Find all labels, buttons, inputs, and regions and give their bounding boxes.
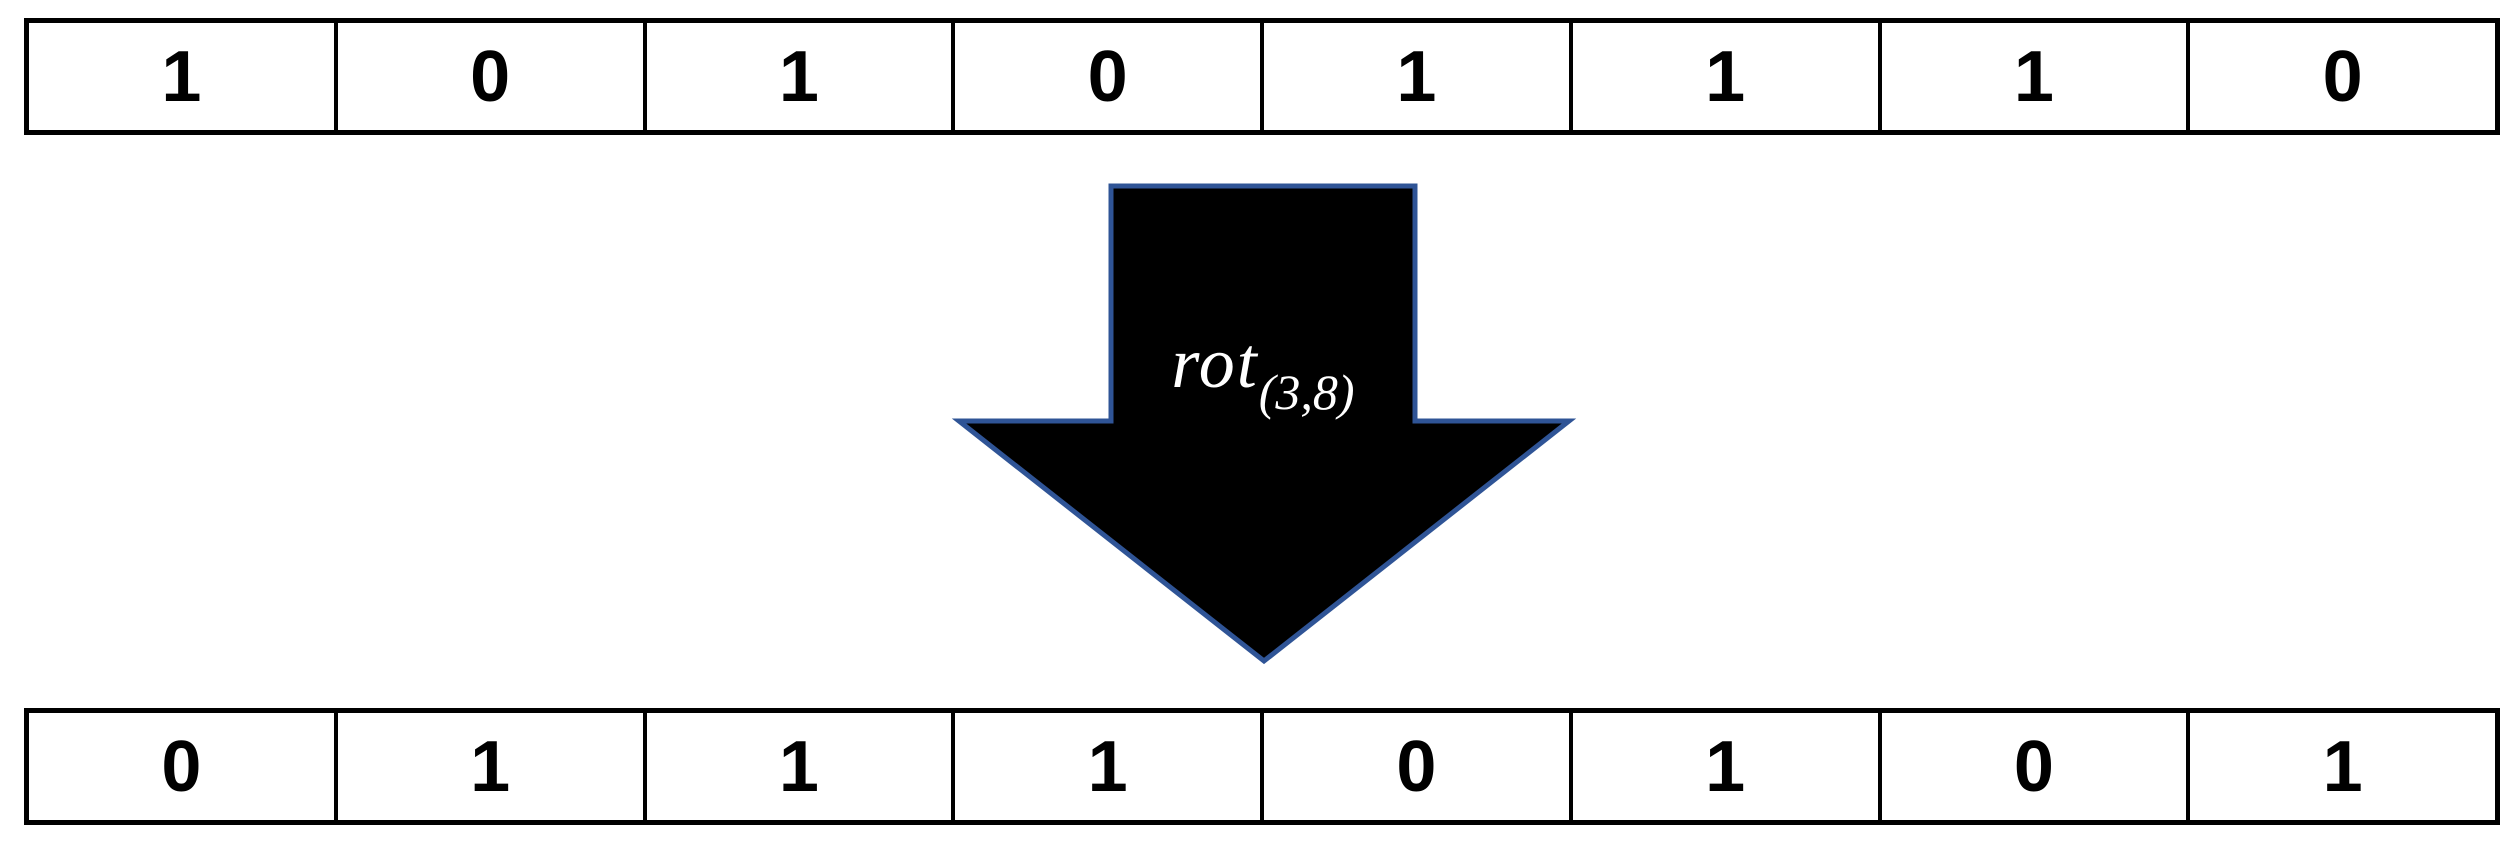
output-bit-row: 0 1 1 1 0 1 0 1 [24,708,2500,825]
down-arrow-icon [951,183,1577,665]
input-bit-row: 1 0 1 0 1 1 1 0 [24,18,2500,135]
output-bit-cell-2: 1 [642,713,952,820]
output-bit-cell-6: 0 [1877,713,2187,820]
input-bit-cell-0: 1 [161,36,202,117]
output-bit-cell-7: 1 [2186,713,2495,820]
output-bit-cell-0: 0 [161,726,202,807]
output-bit-cell-3: 1 [951,713,1260,820]
input-bit-cell-7: 0 [2186,23,2495,130]
output-bit-cell-1: 1 [333,713,643,820]
output-bit-cell-5: 1 [1568,713,1878,820]
input-bit-cell-1: 0 [333,23,643,130]
down-arrow-shape [951,183,1577,665]
output-bit-cell-4: 0 [1260,713,1569,820]
input-bit-cell-4: 1 [1260,23,1569,130]
input-bit-cell-3: 0 [951,23,1260,130]
input-bit-cell-5: 1 [1568,23,1878,130]
input-bit-cell-2: 1 [642,23,952,130]
input-bit-cell-6: 1 [1877,23,2187,130]
